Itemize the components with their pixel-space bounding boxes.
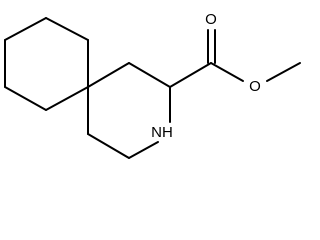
ring-nitrogen-label: NH <box>151 124 173 141</box>
bond-nh-ch2 <box>128 141 159 159</box>
cyclohexane-ring <box>4 17 89 111</box>
bond-ester-o-methyl <box>266 62 301 82</box>
methyl-ester-group <box>169 29 301 88</box>
bond-alpha-carbonyl <box>169 62 212 88</box>
bond-ch2-alpha <box>128 62 171 88</box>
bond-c5-c6 <box>4 86 47 111</box>
bond-c2-c3 <box>45 17 89 41</box>
bond-spiro-c5 <box>45 86 89 111</box>
piperidine-ring <box>87 62 171 159</box>
bond-ch2-ch2 <box>87 133 130 159</box>
bond-carbonyl-ester-o <box>210 62 244 82</box>
bond-spiro-ch2-top <box>87 62 130 88</box>
carbonyl-oxygen-label: O <box>205 11 217 28</box>
ester-oxygen-label: O <box>249 78 261 95</box>
bond-c1-c2 <box>4 17 47 41</box>
chemical-structure-diagram: O O NH <box>4 11 301 159</box>
